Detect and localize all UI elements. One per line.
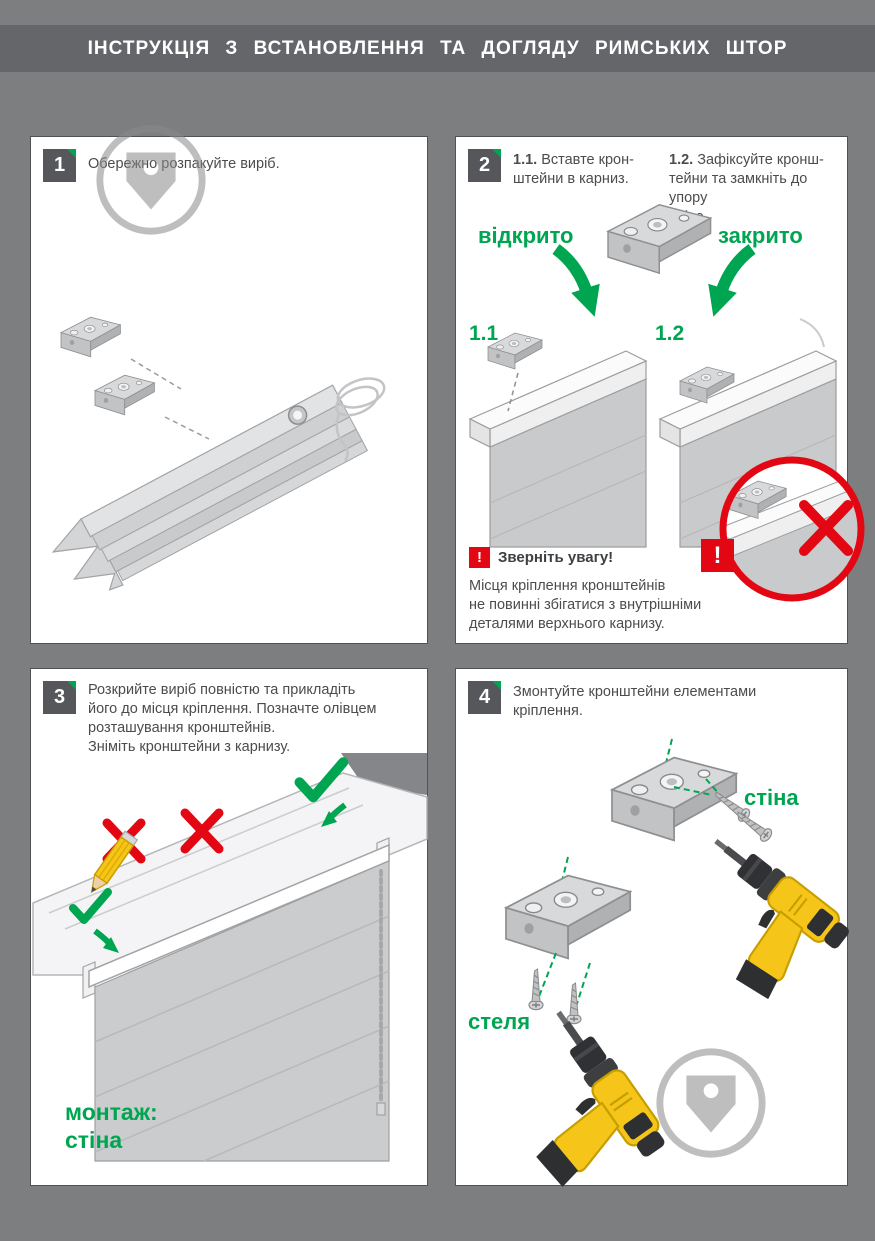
screw-icon [566, 982, 582, 1025]
page-header: ІНСТРУКЦІЯ З ВСТАНОВЛЕННЯ ТА ДОГЛЯДУ РИМ… [0, 25, 875, 72]
mount-type-caption: монтаж: стіна [65, 1099, 158, 1153]
alert-icon: ! [701, 539, 734, 572]
closed-label: закрито [718, 223, 803, 248]
figure-1-2-label: 1.2 [655, 322, 685, 345]
step-1-panel: 1 Обережно розпакуйте виріб. [30, 136, 428, 644]
instruction-b-prefix: 1.2. [669, 152, 694, 168]
open-label: відкрито [478, 223, 574, 248]
mounting-illustration [474, 738, 856, 1211]
step-3-number-badge: 3 [43, 681, 76, 714]
step-2-instruction-a: 1.1. Вставте крон- штейни в карниз. [513, 151, 663, 189]
step-4-panel: 4 Змонтуйте кронштейни елементами кріпле… [455, 668, 856, 1211]
bracket-icon [611, 756, 738, 842]
wrong-position-illustration [719, 456, 865, 602]
step-3-number: 3 [53, 686, 66, 708]
window-recess [341, 753, 427, 795]
step-1-number-badge: 1 [43, 149, 76, 182]
blind-fabric [94, 860, 390, 1162]
step-3-panel: 3 Розкрийте виріб повністю та прикладіть… [30, 668, 428, 1186]
step-2-number-badge: 2 [468, 149, 501, 182]
step-1-number: 1 [53, 154, 66, 176]
bracket-icon [505, 874, 632, 960]
wall-label: стіна [744, 785, 799, 810]
screw-icon [528, 968, 544, 1011]
step-2-number: 2 [478, 154, 491, 176]
step-4-number: 4 [478, 686, 491, 708]
warning-text: Місця кріплення кронштейнів не повинні з… [469, 578, 702, 632]
bracket-icon [94, 374, 155, 416]
cross-icon [799, 500, 853, 556]
step-4-instruction: Змонтуйте кронштейни елементами кріпленн… [513, 684, 757, 719]
marketplace-watermark-icon [652, 1044, 770, 1162]
figure-1-1-label: 1.1 [469, 322, 499, 345]
page-title: ІНСТРУКЦІЯ З ВСТАНОВЛЕННЯ ТА ДОГЛЯДУ РИМ… [87, 37, 788, 59]
figure-1-1-illustration [468, 332, 648, 548]
warning-icon: ! [469, 547, 490, 568]
unpacked-blind-illustration [51, 316, 386, 591]
instruction-a-prefix: 1.1. [513, 152, 538, 168]
cord-icon [335, 377, 386, 462]
step-4-number-badge: 4 [468, 681, 501, 714]
screw-icon [732, 806, 775, 845]
marketplace-watermark-icon [92, 121, 210, 239]
bracket-icon [60, 316, 121, 358]
arrow-open-icon [552, 244, 600, 317]
pencil-icon [90, 830, 139, 894]
folded-blind [51, 384, 369, 591]
step-2-panel: 2 1.1. Вставте крон- штейни в карниз. 1.… [455, 136, 865, 644]
drill-icon [655, 825, 856, 1018]
instruction-a-text: Вставте крон- штейни в карниз. [513, 152, 634, 187]
wrong-position-callout [716, 453, 868, 605]
step-3-instruction: Розкрийте виріб повністю та прикладіть й… [88, 682, 377, 755]
marking-illustration [32, 753, 428, 1162]
ceiling-label: стеля [468, 1009, 531, 1034]
warning-title: Зверніть увагу! [498, 549, 614, 566]
arrow-closed-icon [708, 244, 756, 317]
chain-icon [376, 869, 386, 1116]
